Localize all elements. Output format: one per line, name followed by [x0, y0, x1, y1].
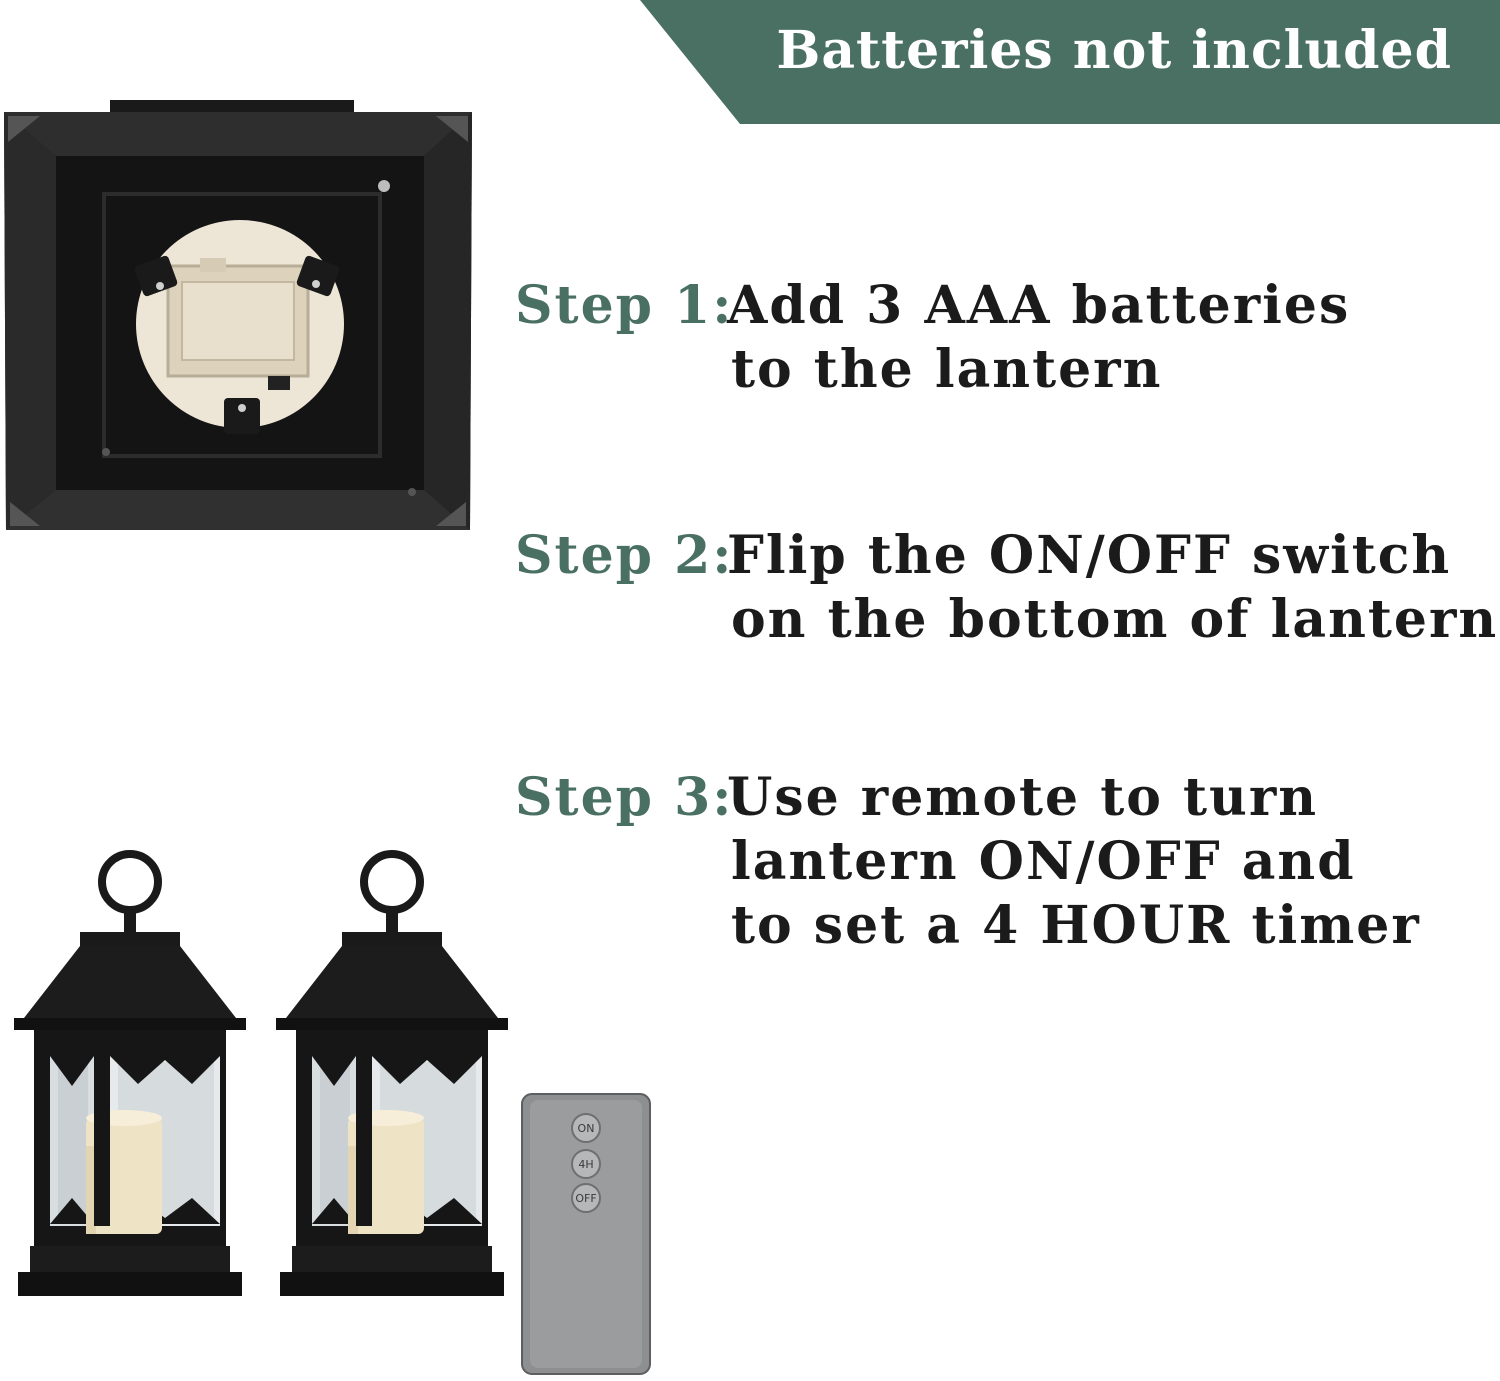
- step-2: Step 2:Flip the ON/OFF switch on the bot…: [515, 524, 1498, 652]
- remote-button-4h-label: 4H: [578, 1158, 593, 1171]
- step-3-line-3: to set a 4 HOUR timer: [731, 895, 1421, 956]
- remote-button-on-label: ON: [578, 1122, 595, 1135]
- remote-button-4h[interactable]: 4H: [571, 1149, 601, 1179]
- step-3-line-2: lantern ON/OFF and: [731, 831, 1356, 892]
- step-3: Step 3:Use remote to turn lantern ON/OFF…: [515, 766, 1421, 958]
- step-2-label: Step 2:: [515, 525, 734, 586]
- remote-button-on[interactable]: ON: [571, 1113, 601, 1143]
- remote-control-image: ON 4H OFF: [521, 1093, 651, 1375]
- lanterns-image: [0, 840, 510, 1320]
- batteries-banner: Batteries not included: [640, 0, 1500, 124]
- step-1-label: Step 1:: [515, 275, 734, 336]
- remote-button-off[interactable]: OFF: [571, 1183, 601, 1213]
- step-3-line-1: Use remote to turn: [727, 767, 1319, 828]
- banner-text: Batteries not included: [776, 20, 1452, 81]
- step-1-line-1: Add 3 AAA batteries: [727, 275, 1351, 336]
- step-1-line-2: to the lantern: [731, 339, 1163, 400]
- lantern-bottom-image: [4, 100, 472, 530]
- remote-button-off-label: OFF: [575, 1192, 596, 1205]
- step-1: Step 1:Add 3 AAA batteries to the lanter…: [515, 274, 1350, 402]
- step-2-line-1: Flip the ON/OFF switch: [727, 525, 1452, 586]
- step-2-line-2: on the bottom of lantern: [731, 589, 1499, 650]
- step-3-label: Step 3:: [515, 767, 734, 828]
